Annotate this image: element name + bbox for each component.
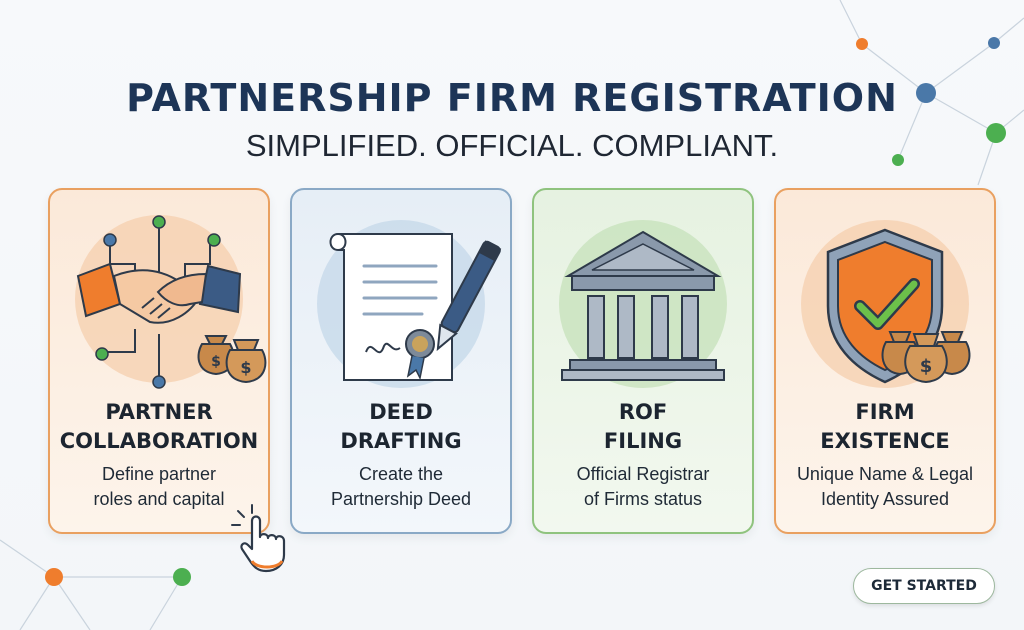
card-title-line: DEED: [369, 400, 433, 424]
card-title-line: COLLABORATION: [59, 429, 259, 453]
card-title: FIRM EXISTENCE: [776, 398, 994, 456]
svg-text:$: $: [211, 354, 221, 370]
card-desc-line: Official Registrar: [576, 464, 710, 484]
card-description: Official Registrar of Firms status: [534, 462, 752, 512]
card-desc-line: Unique Name & Legal: [796, 464, 974, 484]
svg-text:$: $: [920, 356, 933, 377]
card-title: ROF FILING: [534, 398, 752, 456]
page-subtitle: SIMPLIFIED. OFFICIAL. COMPLIANT.: [245, 128, 779, 163]
card-title-line: EXISTENCE: [820, 429, 950, 453]
card-partner-collaboration[interactable]: $ $ PARTNER COLLABORATION Define partner…: [48, 188, 270, 534]
card-title: DEED DRAFTING: [292, 398, 510, 456]
page-title: PARTNERSHIP FIRM REGISTRATION: [126, 76, 898, 120]
card-title-line: ROF: [618, 400, 668, 424]
card-title-line: FILING: [603, 429, 683, 453]
card-title: PARTNER COLLABORATION: [50, 398, 268, 456]
card-desc-line: Define partner: [101, 464, 217, 484]
card-description: Unique Name & Legal Identity Assured: [776, 462, 994, 512]
handshake-icon: $ $: [75, 215, 267, 389]
card-desc-line: Identity Assured: [820, 489, 950, 509]
card-deed-drafting[interactable]: DEED DRAFTING Create the Partnership Dee…: [290, 188, 512, 534]
svg-text:$: $: [240, 358, 251, 377]
shield-check-icon: $: [801, 220, 971, 388]
hand-pointer-icon: [231, 504, 286, 573]
card-description: Define partner roles and capital: [50, 462, 268, 512]
card-description: Create the Partnership Deed: [292, 462, 510, 512]
document-pen-icon: [317, 220, 502, 388]
card-desc-line: roles and capital: [93, 489, 225, 509]
card-title-line: DRAFTING: [340, 429, 462, 453]
card-firm-existence[interactable]: $ FIRM EXISTENCE Unique Name & Legal Ide…: [774, 188, 996, 534]
card-rof-filing[interactable]: ROF FILING Official Registrar of Firms s…: [532, 188, 754, 534]
card-title-line: PARTNER: [105, 400, 213, 424]
card-desc-line: of Firms status: [583, 489, 703, 509]
government-building-icon: [559, 220, 727, 388]
card-desc-line: Create the: [358, 464, 444, 484]
get-started-button[interactable]: GET STARTED: [853, 568, 995, 604]
card-desc-line: Partnership Deed: [330, 489, 472, 509]
card-title-line: FIRM: [855, 400, 915, 424]
